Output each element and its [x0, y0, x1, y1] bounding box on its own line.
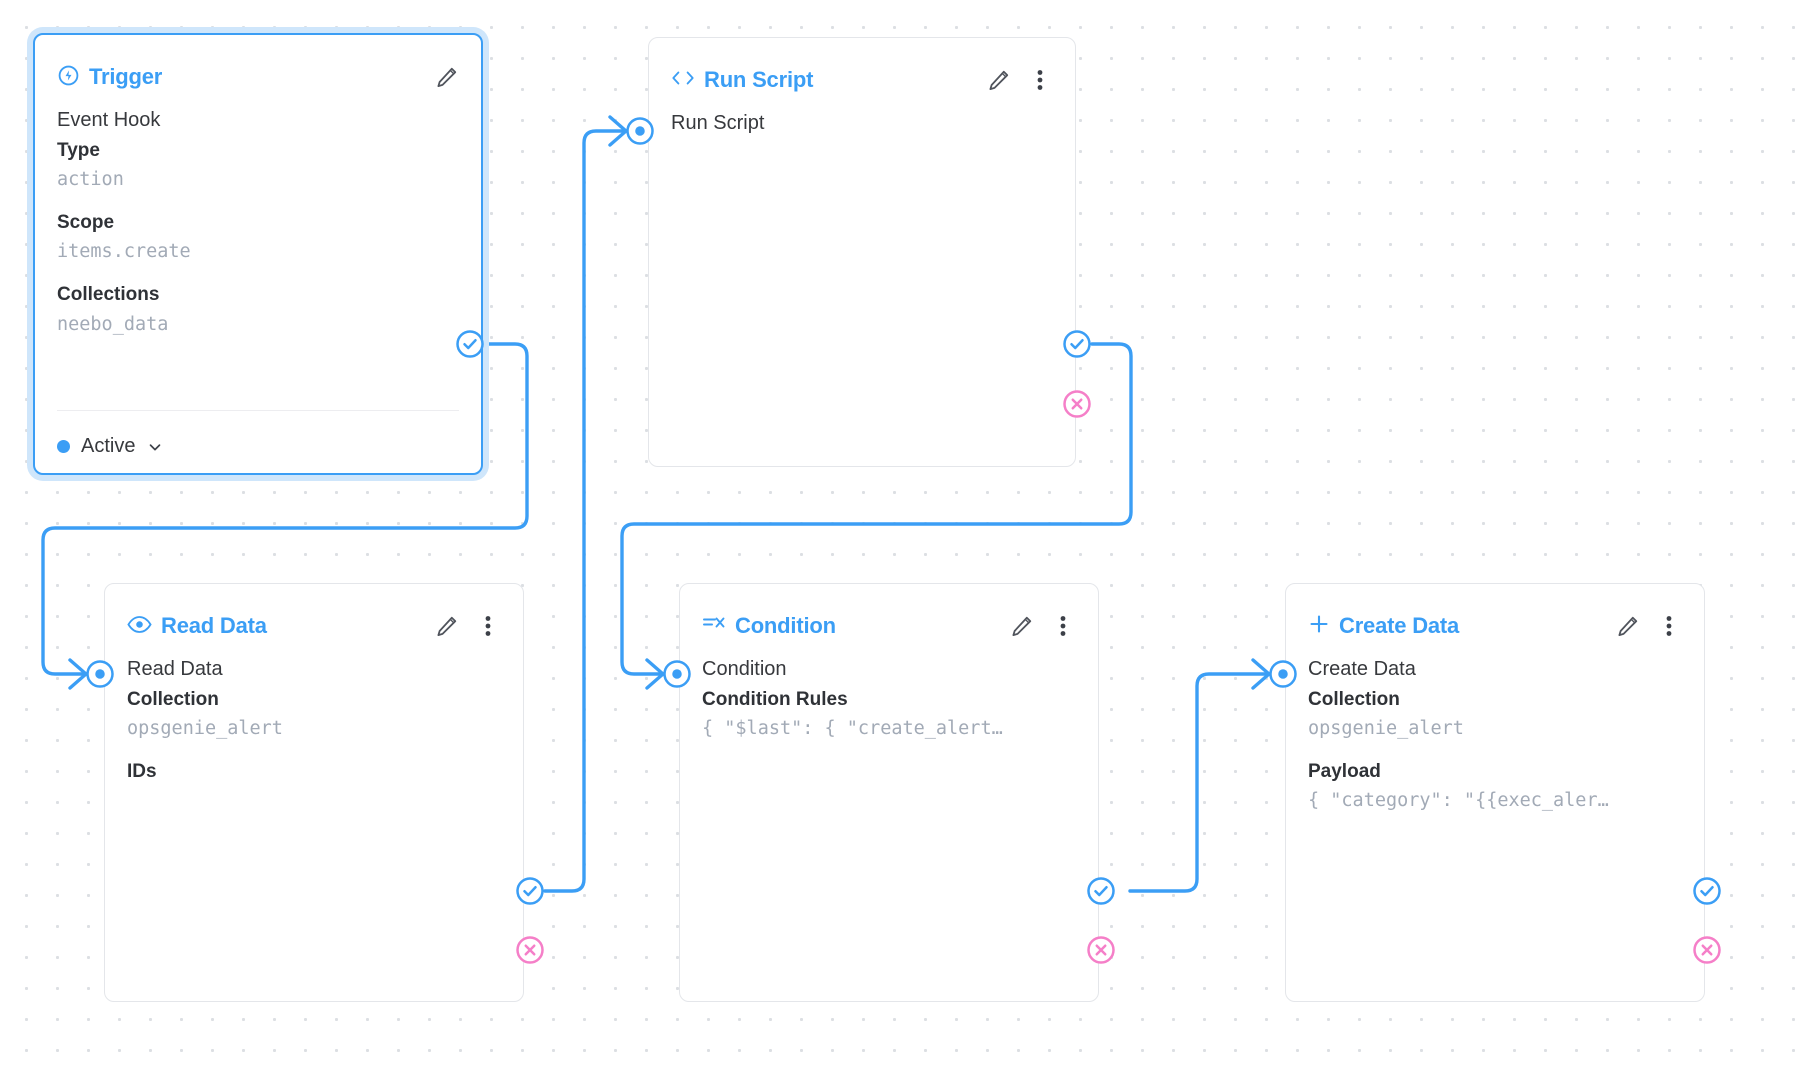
- node-trigger[interactable]: Trigger Event Hook Type action Scope ite…: [33, 33, 483, 475]
- node-trigger-actions: [433, 64, 459, 90]
- node-read-data-title: Read Data: [161, 613, 267, 638]
- field-value-collections: neebo_data: [57, 313, 169, 335]
- field-label-ids: IDs: [127, 761, 157, 783]
- node-run-script[interactable]: Run Script Run Script: [648, 37, 1076, 467]
- node-condition-title-group: Condition: [702, 614, 836, 638]
- field-value-condition-rules: { "$last": { "create_alert…: [702, 718, 1003, 740]
- port-run-script-reject[interactable]: [1062, 389, 1092, 419]
- field-label-condition-rules: Condition Rules: [702, 689, 848, 710]
- filter-icon: [702, 614, 726, 638]
- port-run-script-success[interactable]: [1062, 329, 1092, 359]
- node-trigger-title-group: Trigger: [57, 64, 162, 91]
- field-label-collection: Collection: [1308, 689, 1400, 710]
- node-read-data[interactable]: Read Data Read Data Collection o: [104, 583, 524, 1002]
- wire-read-data-to-run-script: [543, 129, 627, 893]
- trigger-status-dropdown[interactable]: Active: [35, 420, 186, 473]
- more-options-icon[interactable]: [1050, 613, 1076, 639]
- edit-pencil-icon[interactable]: [433, 64, 459, 90]
- node-create-data-body: Create Data Collection opsgenie_alert Pa…: [1286, 646, 1704, 816]
- node-create-data-actions: [1614, 613, 1682, 639]
- node-trigger-row-name: Event Hook: [57, 109, 161, 131]
- status-dot-icon: [57, 440, 70, 453]
- node-read-data-row-name: Read Data: [127, 658, 223, 680]
- wire-run-script-to-condition: [620, 342, 1133, 676]
- wire-condition-to-create-data: [1128, 672, 1270, 893]
- eye-icon: [127, 615, 152, 638]
- port-condition-input[interactable]: [662, 659, 692, 689]
- port-create-data-input[interactable]: [1268, 659, 1298, 689]
- chevron-down-icon: [146, 438, 164, 456]
- field-value-scope: items.create: [57, 241, 191, 263]
- node-run-script-title: Run Script: [704, 67, 814, 92]
- node-trigger-title: Trigger: [89, 64, 163, 89]
- node-trigger-body: Event Hook Type action Scope items.creat…: [35, 97, 481, 339]
- port-read-data-success[interactable]: [515, 876, 545, 906]
- edit-pencil-icon[interactable]: [1008, 613, 1034, 639]
- node-run-script-actions: [985, 67, 1053, 93]
- arrowhead-condition: [645, 658, 665, 690]
- edit-pencil-icon[interactable]: [985, 67, 1011, 93]
- edit-pencil-icon[interactable]: [433, 613, 459, 639]
- code-brackets-icon: [671, 68, 695, 92]
- node-run-script-body: Run Script: [649, 100, 1075, 139]
- port-read-data-reject[interactable]: [515, 935, 545, 965]
- more-options-icon[interactable]: [475, 613, 501, 639]
- node-create-data-header: Create Data: [1286, 584, 1704, 646]
- node-create-data-row-name: Create Data: [1308, 658, 1416, 680]
- node-read-data-header: Read Data: [105, 584, 523, 646]
- node-trigger-header: Trigger: [35, 35, 481, 97]
- field-label-type: Type: [57, 140, 100, 161]
- arrowhead-read-data: [68, 658, 88, 690]
- port-run-script-input[interactable]: [625, 116, 655, 146]
- node-condition-row-name: Condition: [702, 658, 787, 680]
- plus-icon: [1308, 613, 1330, 639]
- node-read-data-title-group: Read Data: [127, 615, 267, 638]
- port-trigger-success[interactable]: [455, 329, 485, 359]
- node-create-data-title-group: Create Data: [1308, 613, 1459, 639]
- field-label-scope: Scope: [57, 212, 115, 234]
- node-condition-body: Condition Condition Rules { "$last": { "…: [680, 646, 1098, 744]
- arrowhead-create-data: [1251, 658, 1271, 690]
- port-read-data-input[interactable]: [85, 659, 115, 689]
- node-condition-title: Condition: [735, 613, 836, 638]
- trigger-status-label: Active: [81, 435, 136, 457]
- field-label-payload: Payload: [1308, 761, 1381, 783]
- more-options-icon[interactable]: [1027, 67, 1053, 93]
- port-create-data-reject[interactable]: [1692, 935, 1722, 965]
- node-read-data-actions: [433, 613, 501, 639]
- edit-pencil-icon[interactable]: [1614, 613, 1640, 639]
- more-options-icon[interactable]: [1656, 613, 1682, 639]
- node-condition-actions: [1008, 613, 1076, 639]
- field-value-type: action: [57, 169, 124, 191]
- node-run-script-header: Run Script: [649, 38, 1075, 100]
- field-value-payload: { "category": "{{exec_aler…: [1308, 790, 1609, 812]
- field-value-collection: opsgenie_alert: [1308, 718, 1464, 740]
- node-read-data-body: Read Data Collection opsgenie_alert IDs: [105, 646, 523, 787]
- node-create-data-title: Create Data: [1339, 613, 1460, 638]
- node-condition[interactable]: Condition Condition Condition Rules: [679, 583, 1099, 1002]
- wire-trigger-to-read-data: [41, 342, 529, 676]
- port-condition-reject[interactable]: [1086, 935, 1116, 965]
- node-trigger-divider: [57, 410, 459, 411]
- node-create-data[interactable]: Create Data Create Data Collection: [1285, 583, 1705, 1002]
- field-label-collection: Collection: [127, 689, 219, 710]
- field-value-collection: opsgenie_alert: [127, 718, 283, 740]
- field-label-collections: Collections: [57, 284, 160, 306]
- node-run-script-title-group: Run Script: [671, 68, 813, 92]
- node-condition-header: Condition: [680, 584, 1098, 646]
- port-create-data-success[interactable]: [1692, 876, 1722, 906]
- node-run-script-row-name: Run Script: [671, 112, 765, 134]
- bolt-circle-icon: [57, 64, 80, 91]
- port-condition-success[interactable]: [1086, 876, 1116, 906]
- arrowhead-run-script: [608, 115, 628, 147]
